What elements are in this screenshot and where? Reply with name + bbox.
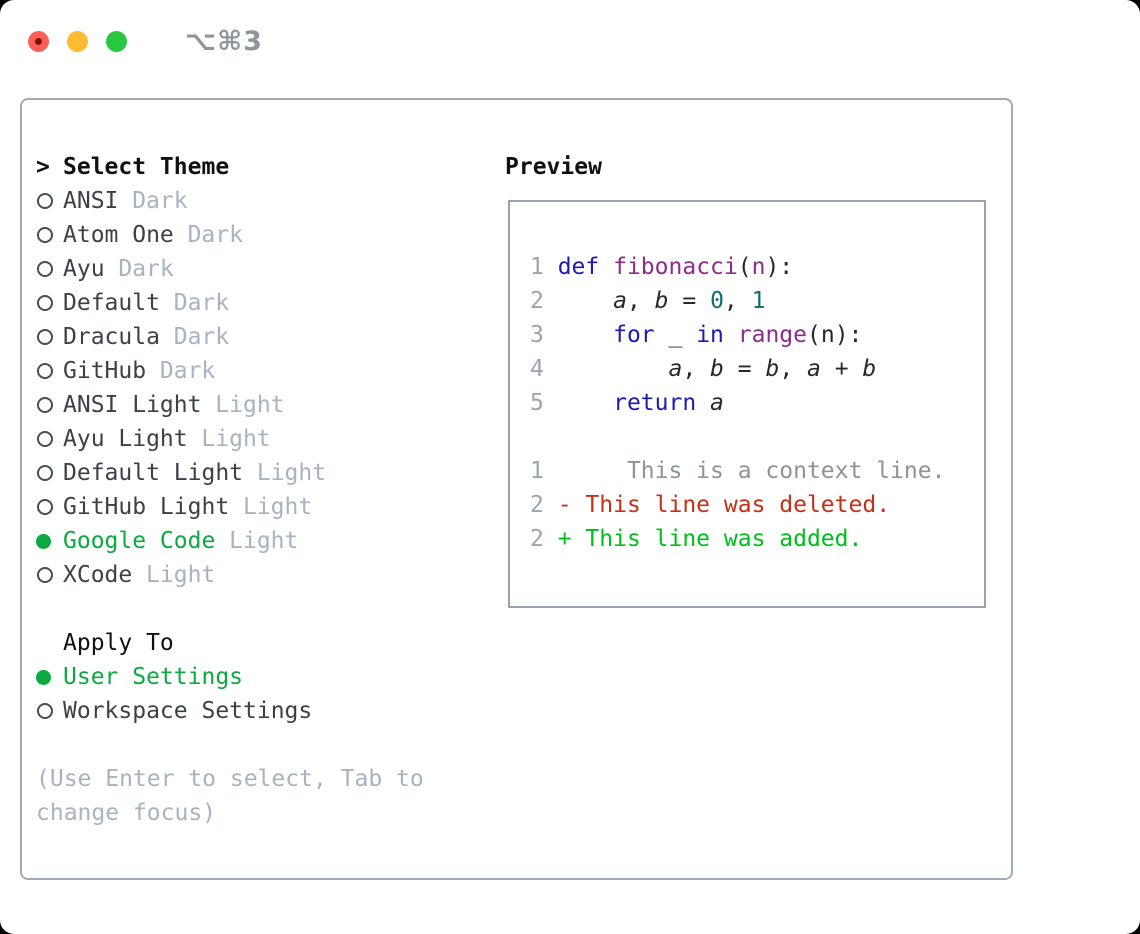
theme-name: Dracula	[63, 324, 160, 350]
titlebar: ⌥⌘3	[28, 26, 263, 57]
apply-option-label: User Settings	[63, 664, 244, 690]
radio-selected-icon	[36, 533, 51, 549]
theme-variant-tag: Light	[229, 528, 299, 554]
theme-variant-tag: Light	[146, 562, 216, 588]
code-line: 1 This is a context line.	[530, 458, 946, 484]
theme-option-ayu[interactable]: Ayu Dark	[36, 252, 488, 286]
theme-name: Default	[63, 290, 160, 316]
theme-list-title: Select Theme	[63, 154, 230, 180]
apply-to-title: Apply To	[63, 630, 174, 656]
code-line: 4 a, b = b, a + b	[530, 356, 877, 382]
theme-option-google-code[interactable]: Google Code Light	[36, 524, 488, 558]
radio-selected-icon	[36, 669, 51, 685]
theme-name: ANSI Light	[63, 392, 202, 418]
theme-option-github[interactable]: GitHub Dark	[36, 354, 488, 388]
close-button[interactable]	[28, 31, 49, 52]
code-line: 1 def fibonacci(n):	[530, 254, 794, 280]
preview-title: Preview	[505, 154, 602, 180]
theme-name: Google Code	[63, 528, 216, 554]
code-line: 3 for _ in range(n):	[530, 322, 863, 348]
minimize-button[interactable]	[67, 31, 88, 52]
theme-name: Default Light	[63, 460, 244, 486]
theme-variant-tag: Dark	[132, 188, 188, 214]
theme-variant-tag: Dark	[159, 358, 216, 384]
apply-option-workspace-settings[interactable]: Workspace Settings	[36, 694, 488, 728]
radio-icon	[37, 499, 53, 515]
radio-icon	[37, 397, 53, 413]
theme-option-xcode[interactable]: XCode Light	[36, 558, 488, 592]
code-line: 5 return a	[530, 390, 724, 416]
code-line	[530, 420, 984, 454]
theme-name: GitHub Light	[63, 494, 230, 520]
theme-list-header: > Select Theme	[36, 150, 488, 184]
theme-variant-tag: Light	[256, 460, 327, 486]
theme-option-default[interactable]: Default Dark	[36, 286, 488, 320]
theme-name: GitHub	[63, 358, 147, 384]
theme-variant-tag: Dark	[187, 222, 243, 248]
theme-name: ANSI	[63, 188, 119, 214]
radio-icon	[37, 329, 53, 345]
code-line: 2 + This line was added.	[530, 526, 863, 552]
theme-option-ansi-light[interactable]: ANSI Light Light	[36, 388, 488, 422]
apply-option-user-settings[interactable]: User Settings	[36, 660, 488, 694]
theme-variant-tag: Dark	[118, 256, 174, 282]
code-line: 2 - This line was deleted.	[530, 492, 891, 518]
radio-icon	[37, 567, 53, 583]
theme-variant-tag: Light	[201, 426, 271, 452]
radio-icon	[37, 193, 53, 209]
theme-option-atom-one[interactable]: Atom One Dark	[36, 218, 488, 252]
theme-name: Ayu Light	[63, 426, 188, 452]
theme-option-ansi[interactable]: ANSI Dark	[36, 184, 488, 218]
cursor-icon: >	[36, 154, 50, 180]
theme-variant-tag: Light	[215, 392, 285, 418]
help-text: (Use Enter to select, Tab to change focu…	[36, 766, 424, 826]
theme-variant-tag: Dark	[173, 290, 230, 316]
code-line: 2 a, b = 0, 1	[530, 288, 766, 314]
theme-name: XCode	[63, 562, 133, 588]
radio-icon	[37, 431, 53, 447]
theme-variant-tag: Dark	[173, 324, 230, 350]
radio-icon	[37, 227, 53, 243]
radio-icon	[37, 363, 53, 379]
apply-option-label: Workspace Settings	[63, 698, 313, 724]
spacer	[36, 728, 488, 762]
spacer	[36, 592, 488, 626]
preview-pane: 1 def fibonacci(n): 2 a, b = 0, 1 3 for _ …	[508, 200, 986, 608]
theme-option-dracula[interactable]: Dracula Dark	[36, 320, 488, 354]
radio-icon	[37, 261, 53, 277]
close-dot-icon	[35, 38, 42, 45]
theme-variant-tag: Light	[242, 494, 313, 520]
theme-option-github-light[interactable]: GitHub Light Light	[36, 490, 488, 524]
radio-icon	[37, 703, 53, 719]
window-title: ⌥⌘3	[185, 26, 263, 57]
zoom-button[interactable]	[106, 31, 127, 52]
radio-icon	[37, 465, 53, 481]
apply-to-header: Apply To	[36, 626, 488, 660]
theme-option-default-light[interactable]: Default Light Light	[36, 456, 488, 490]
theme-option-ayu-light[interactable]: Ayu Light Light	[36, 422, 488, 456]
theme-name: Ayu	[63, 256, 105, 282]
theme-name: Atom One	[63, 222, 174, 248]
radio-icon	[37, 295, 53, 311]
